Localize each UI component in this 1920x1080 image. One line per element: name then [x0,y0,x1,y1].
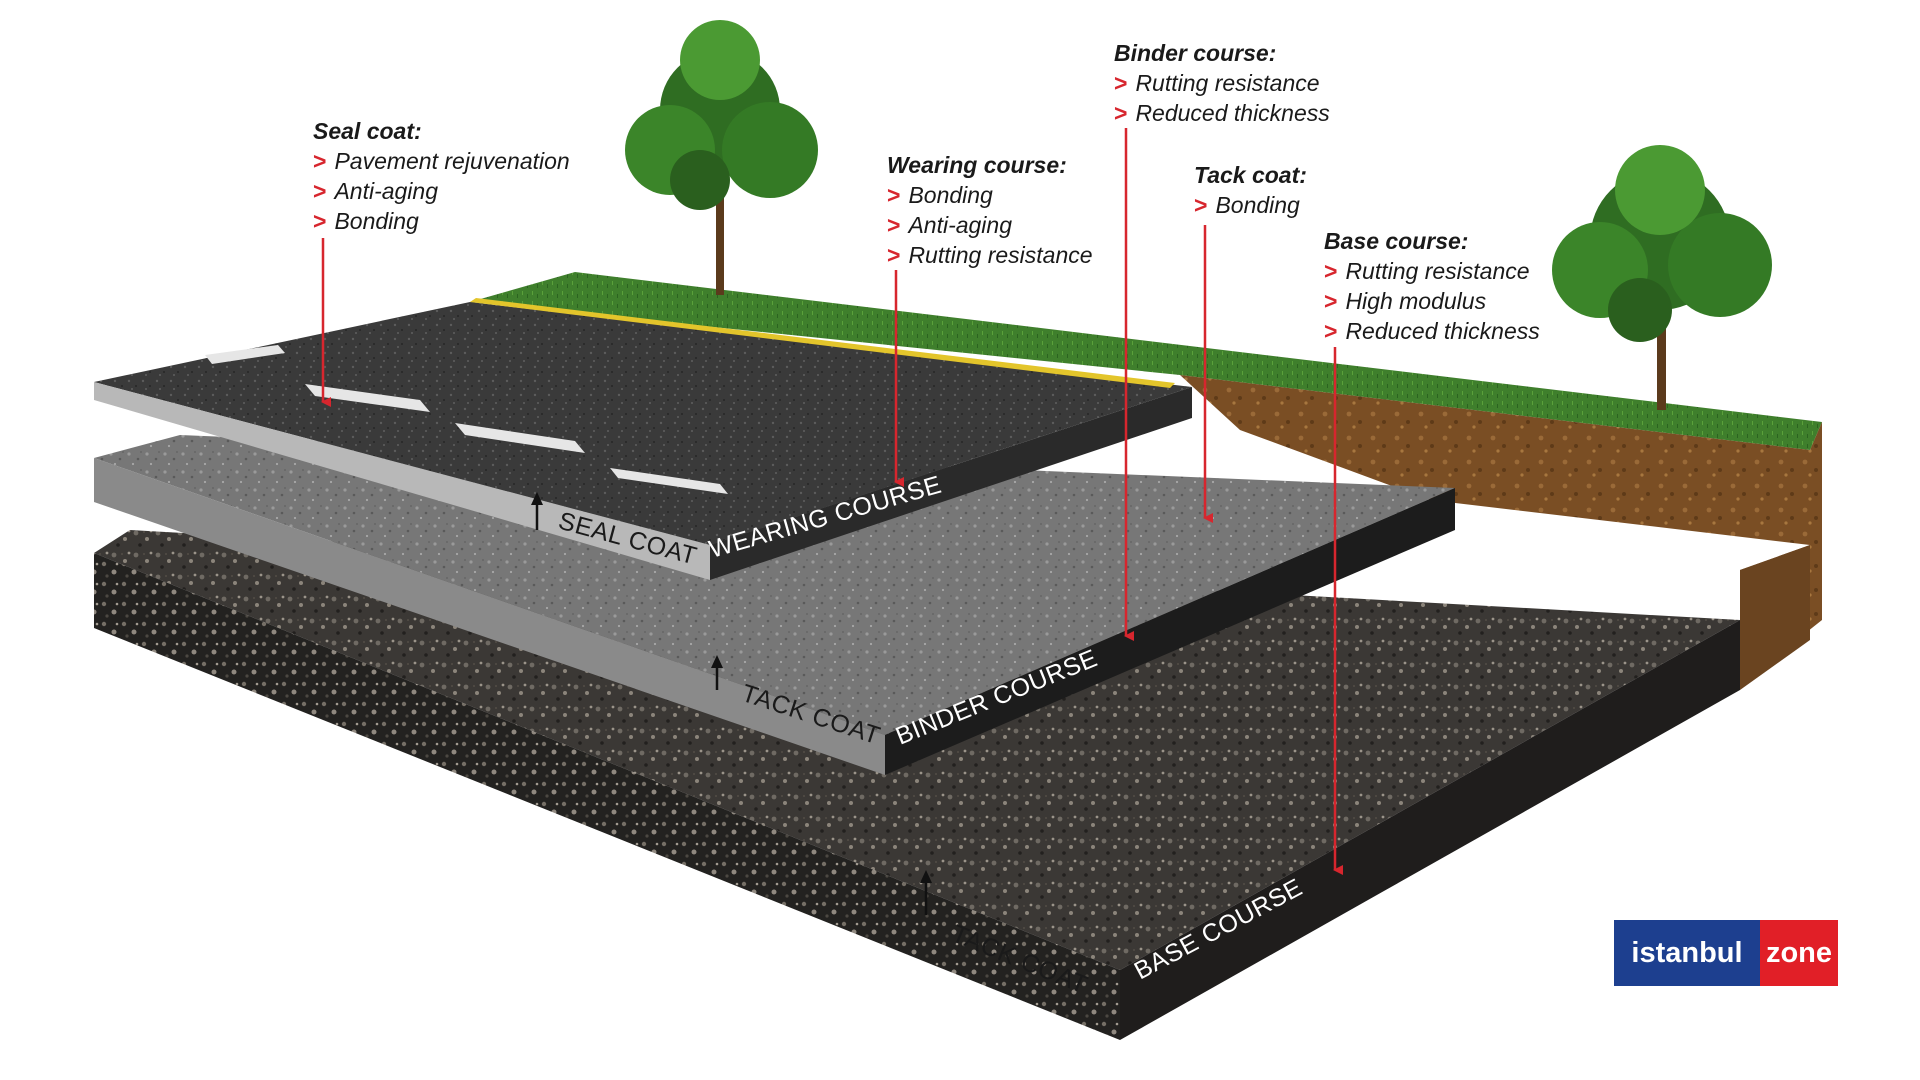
binder-course-side [885,488,1455,775]
chevron-right-icon: > [887,182,901,208]
chevron-right-icon: > [1114,100,1128,126]
callout-title: Base course: [1324,228,1469,254]
chevron-right-icon: > [1324,288,1338,314]
callout-binder-course: Binder course: >Rutting resistance >Redu… [1114,38,1330,128]
wearing-course-top [94,302,1192,545]
chevron-right-icon: > [313,148,327,174]
soil-top [1180,375,1810,545]
istanbul-zone-logo: istanbul zone [1614,920,1838,986]
tree-icon [1552,145,1772,410]
up-arrow-icon [920,870,932,915]
callout-list: >Rutting resistance >High modulus >Reduc… [1324,256,1540,346]
list-item: >Reduced thickness [1114,100,1330,126]
chevron-right-icon: > [1114,70,1128,96]
binder-course-top [94,435,1455,735]
soil-edge [1740,545,1810,690]
chevron-right-icon: > [1194,192,1208,218]
grass-strip [470,272,1822,450]
up-arrow-icon [531,492,543,530]
chevron-right-icon: > [313,208,327,234]
binder-course-front [94,458,885,775]
grass-soil-block [470,272,1822,690]
list-item: >Bonding [313,208,419,234]
callout-tack-coat: Tack coat: >Bonding [1194,160,1307,220]
logo-part-zone: zone [1760,920,1838,986]
up-arrow-icon [711,655,723,690]
wearing-course-slab [94,298,1192,580]
callout-title: Tack coat: [1194,162,1307,188]
center-line-yellow [470,298,1175,388]
list-item: >Reduced thickness [1324,318,1540,344]
red-arrow-icon [321,128,1343,875]
callout-list: >Rutting resistance >Reduced thickness [1114,68,1330,128]
list-item: >Bonding [887,182,993,208]
chevron-right-icon: > [1324,318,1338,344]
callout-list: >Bonding [1194,190,1307,220]
list-item: >Rutting resistance [1114,70,1320,96]
list-item: >High modulus [1324,288,1487,314]
callout-title: Seal coat: [313,118,422,144]
lane-dash [610,468,728,494]
callout-title: Binder course: [1114,40,1277,66]
chevron-right-icon: > [887,212,901,238]
base-course-front [94,553,1120,1040]
base-course-side [1120,620,1740,1040]
list-item: >Bonding [1194,192,1300,218]
chevron-right-icon: > [313,178,327,204]
callout-wearing-course: Wearing course: >Bonding >Anti-aging >Ru… [887,150,1093,270]
list-item: >Rutting resistance [1324,258,1530,284]
chevron-right-icon: > [887,242,901,268]
tree-icon [625,20,818,295]
list-item: >Anti-aging [887,212,1013,238]
callout-seal-coat: Seal coat: >Pavement rejuvenation >Anti-… [313,116,570,236]
wearing-course-side [710,387,1192,580]
callout-base-course: Base course: >Rutting resistance >High m… [1324,226,1540,346]
callout-list: >Pavement rejuvenation >Anti-aging >Bond… [313,146,570,236]
list-item: >Pavement rejuvenation [313,148,570,174]
callout-title: Wearing course: [887,152,1067,178]
list-item: >Rutting resistance [887,242,1093,268]
wearing-course-front [94,382,710,580]
lane-dash [305,384,430,412]
binder-course-slab [94,435,1455,775]
callout-list: >Bonding >Anti-aging >Rutting resistance [887,180,1093,270]
chevron-right-icon: > [1324,258,1338,284]
lane-dash [455,423,585,453]
list-item: >Anti-aging [313,178,439,204]
logo-part-istanbul: istanbul [1614,920,1760,986]
lane-dash [205,345,285,364]
